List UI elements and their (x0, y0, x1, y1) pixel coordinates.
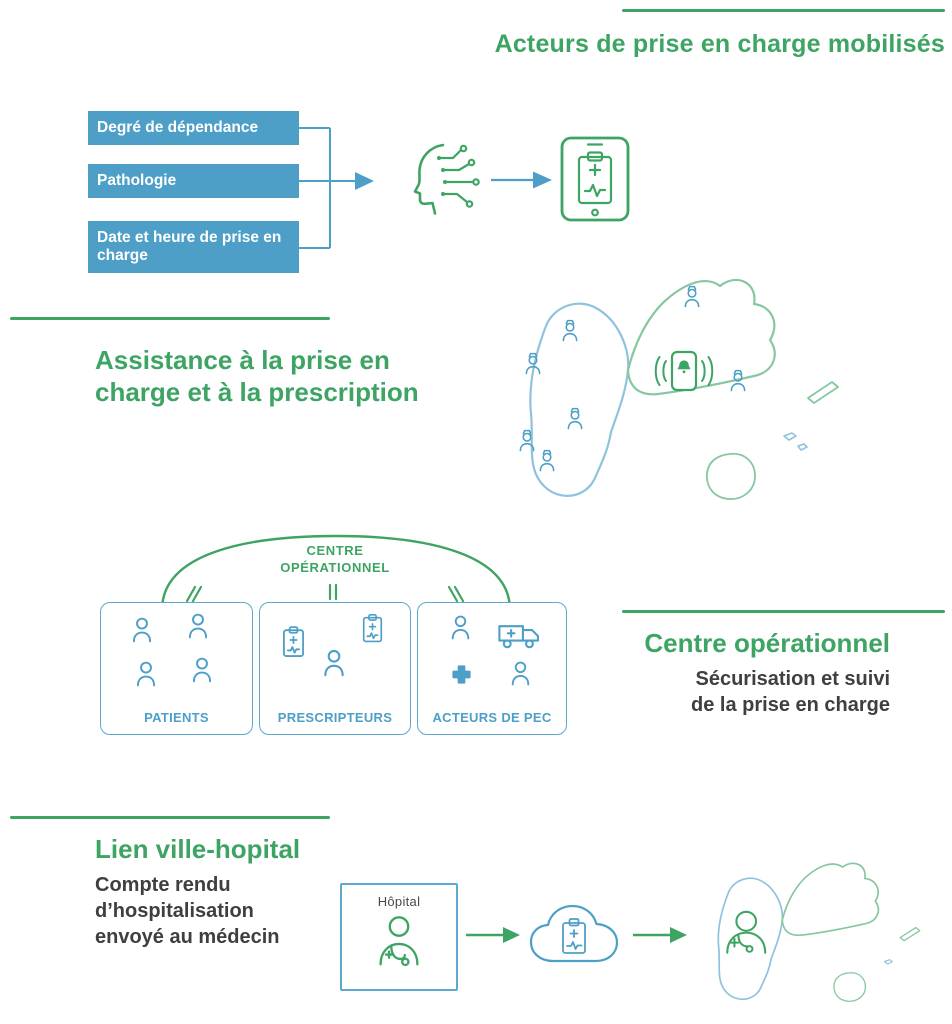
patients-label: PATIENTS (144, 710, 209, 725)
map-left-wing (529, 302, 630, 497)
person-icon (451, 615, 470, 640)
person-icon (188, 613, 208, 639)
input-dependency: Degré de dépendance (88, 111, 299, 145)
ambulance-icon (498, 625, 540, 649)
assistance-title-line2: charge et à la prescription (95, 376, 419, 407)
prescripteurs-box: PRESCRIPTEURS (259, 602, 411, 735)
medical-cross-icon (452, 665, 471, 684)
map-island-saintes (883, 959, 893, 965)
lien-body-line3: envoyé au médecin (95, 926, 280, 948)
arrow-right-icon (633, 927, 687, 943)
rule-assistance (10, 317, 330, 320)
assistance-title: Assistance à la prise en charge et à la … (95, 345, 455, 408)
link-mark-middle-icon (328, 583, 338, 601)
nurse-icon (567, 407, 583, 430)
patient-group-icons (132, 613, 212, 687)
doctor-icon (379, 916, 419, 967)
input-datetime: Date et heure de prise en charge (88, 221, 299, 273)
person-icon (192, 657, 212, 683)
acteurs-pec-box: ACTEURS DE PEC (417, 602, 567, 735)
centre-title: Centre opérationnel (644, 628, 890, 658)
input-pathology: Pathologie (88, 164, 299, 198)
lien-body: Compte rendu d’hospitalisation envoyé au… (95, 872, 335, 950)
clipboard-icon (283, 626, 304, 657)
hospital-label: Hôpital (377, 894, 421, 909)
rule-top-right (622, 9, 945, 12)
person-icon (132, 617, 152, 643)
guadeloupe-map-small (717, 862, 921, 1002)
prescripteurs-label: PRESCRIPTEURS (277, 710, 393, 725)
cloud-report-icon (529, 904, 619, 963)
clipboard-icon (362, 614, 383, 643)
map-left-wing (717, 877, 784, 1001)
lien-body-line1: Compte rendu (95, 874, 231, 896)
link-mark-right-icon (447, 585, 465, 603)
nurse-icon (562, 319, 578, 342)
map-island-saintes (783, 432, 808, 451)
ai-head-icon (413, 143, 480, 215)
map-island-marie-galante (706, 452, 756, 500)
arrow-right-icon (466, 927, 520, 943)
person-icon (136, 661, 156, 687)
centre-subtitle-line2: de la prise en charge (691, 693, 890, 716)
centre-subtitle-line1: Sécurisation et suivi (695, 667, 890, 690)
arrow-right-icon (491, 171, 552, 189)
patients-box: PATIENTS (100, 602, 253, 735)
person-icon (511, 661, 530, 686)
nurse-icon (684, 285, 700, 308)
person-icon (324, 649, 344, 677)
bracket-arrow (299, 127, 374, 249)
map-island-desirade (899, 926, 921, 942)
operational-center-arc (160, 534, 512, 612)
rule-centre (622, 610, 945, 613)
lien-body-line2: d’hospitalisation (95, 900, 254, 922)
centre-text-block: Centre opérationnel Sécurisation et suiv… (545, 628, 890, 718)
map-right-wing (781, 862, 880, 937)
phone-bell-alert-icon (654, 350, 714, 392)
arc-label: CENTRE OPÉRATIONNEL (245, 543, 425, 577)
lien-title: Lien ville-hopital (95, 834, 301, 864)
hospital-box: Hôpital (340, 883, 458, 991)
rule-hopital (10, 816, 330, 819)
guadeloupe-map (519, 278, 839, 500)
link-mark-left-icon (185, 585, 203, 603)
doctor-icon (726, 910, 767, 954)
acteurs-pec-label: ACTEURS DE PEC (432, 710, 552, 725)
map-right-wing (626, 278, 776, 396)
prescriber-icons (283, 614, 383, 677)
tablet-care-plan-icon (560, 136, 630, 222)
map-island-marie-galante (833, 972, 867, 1002)
map-island-desirade (807, 381, 839, 404)
actors-title: Acteurs de prise en charge mobilisés (494, 30, 945, 58)
nurse-icon (539, 449, 555, 472)
arc-label-line1: CENTRE (306, 543, 364, 558)
assistance-title-line1: Assistance à la prise en (95, 345, 390, 375)
arc-label-line2: OPÉRATIONNEL (280, 559, 390, 575)
